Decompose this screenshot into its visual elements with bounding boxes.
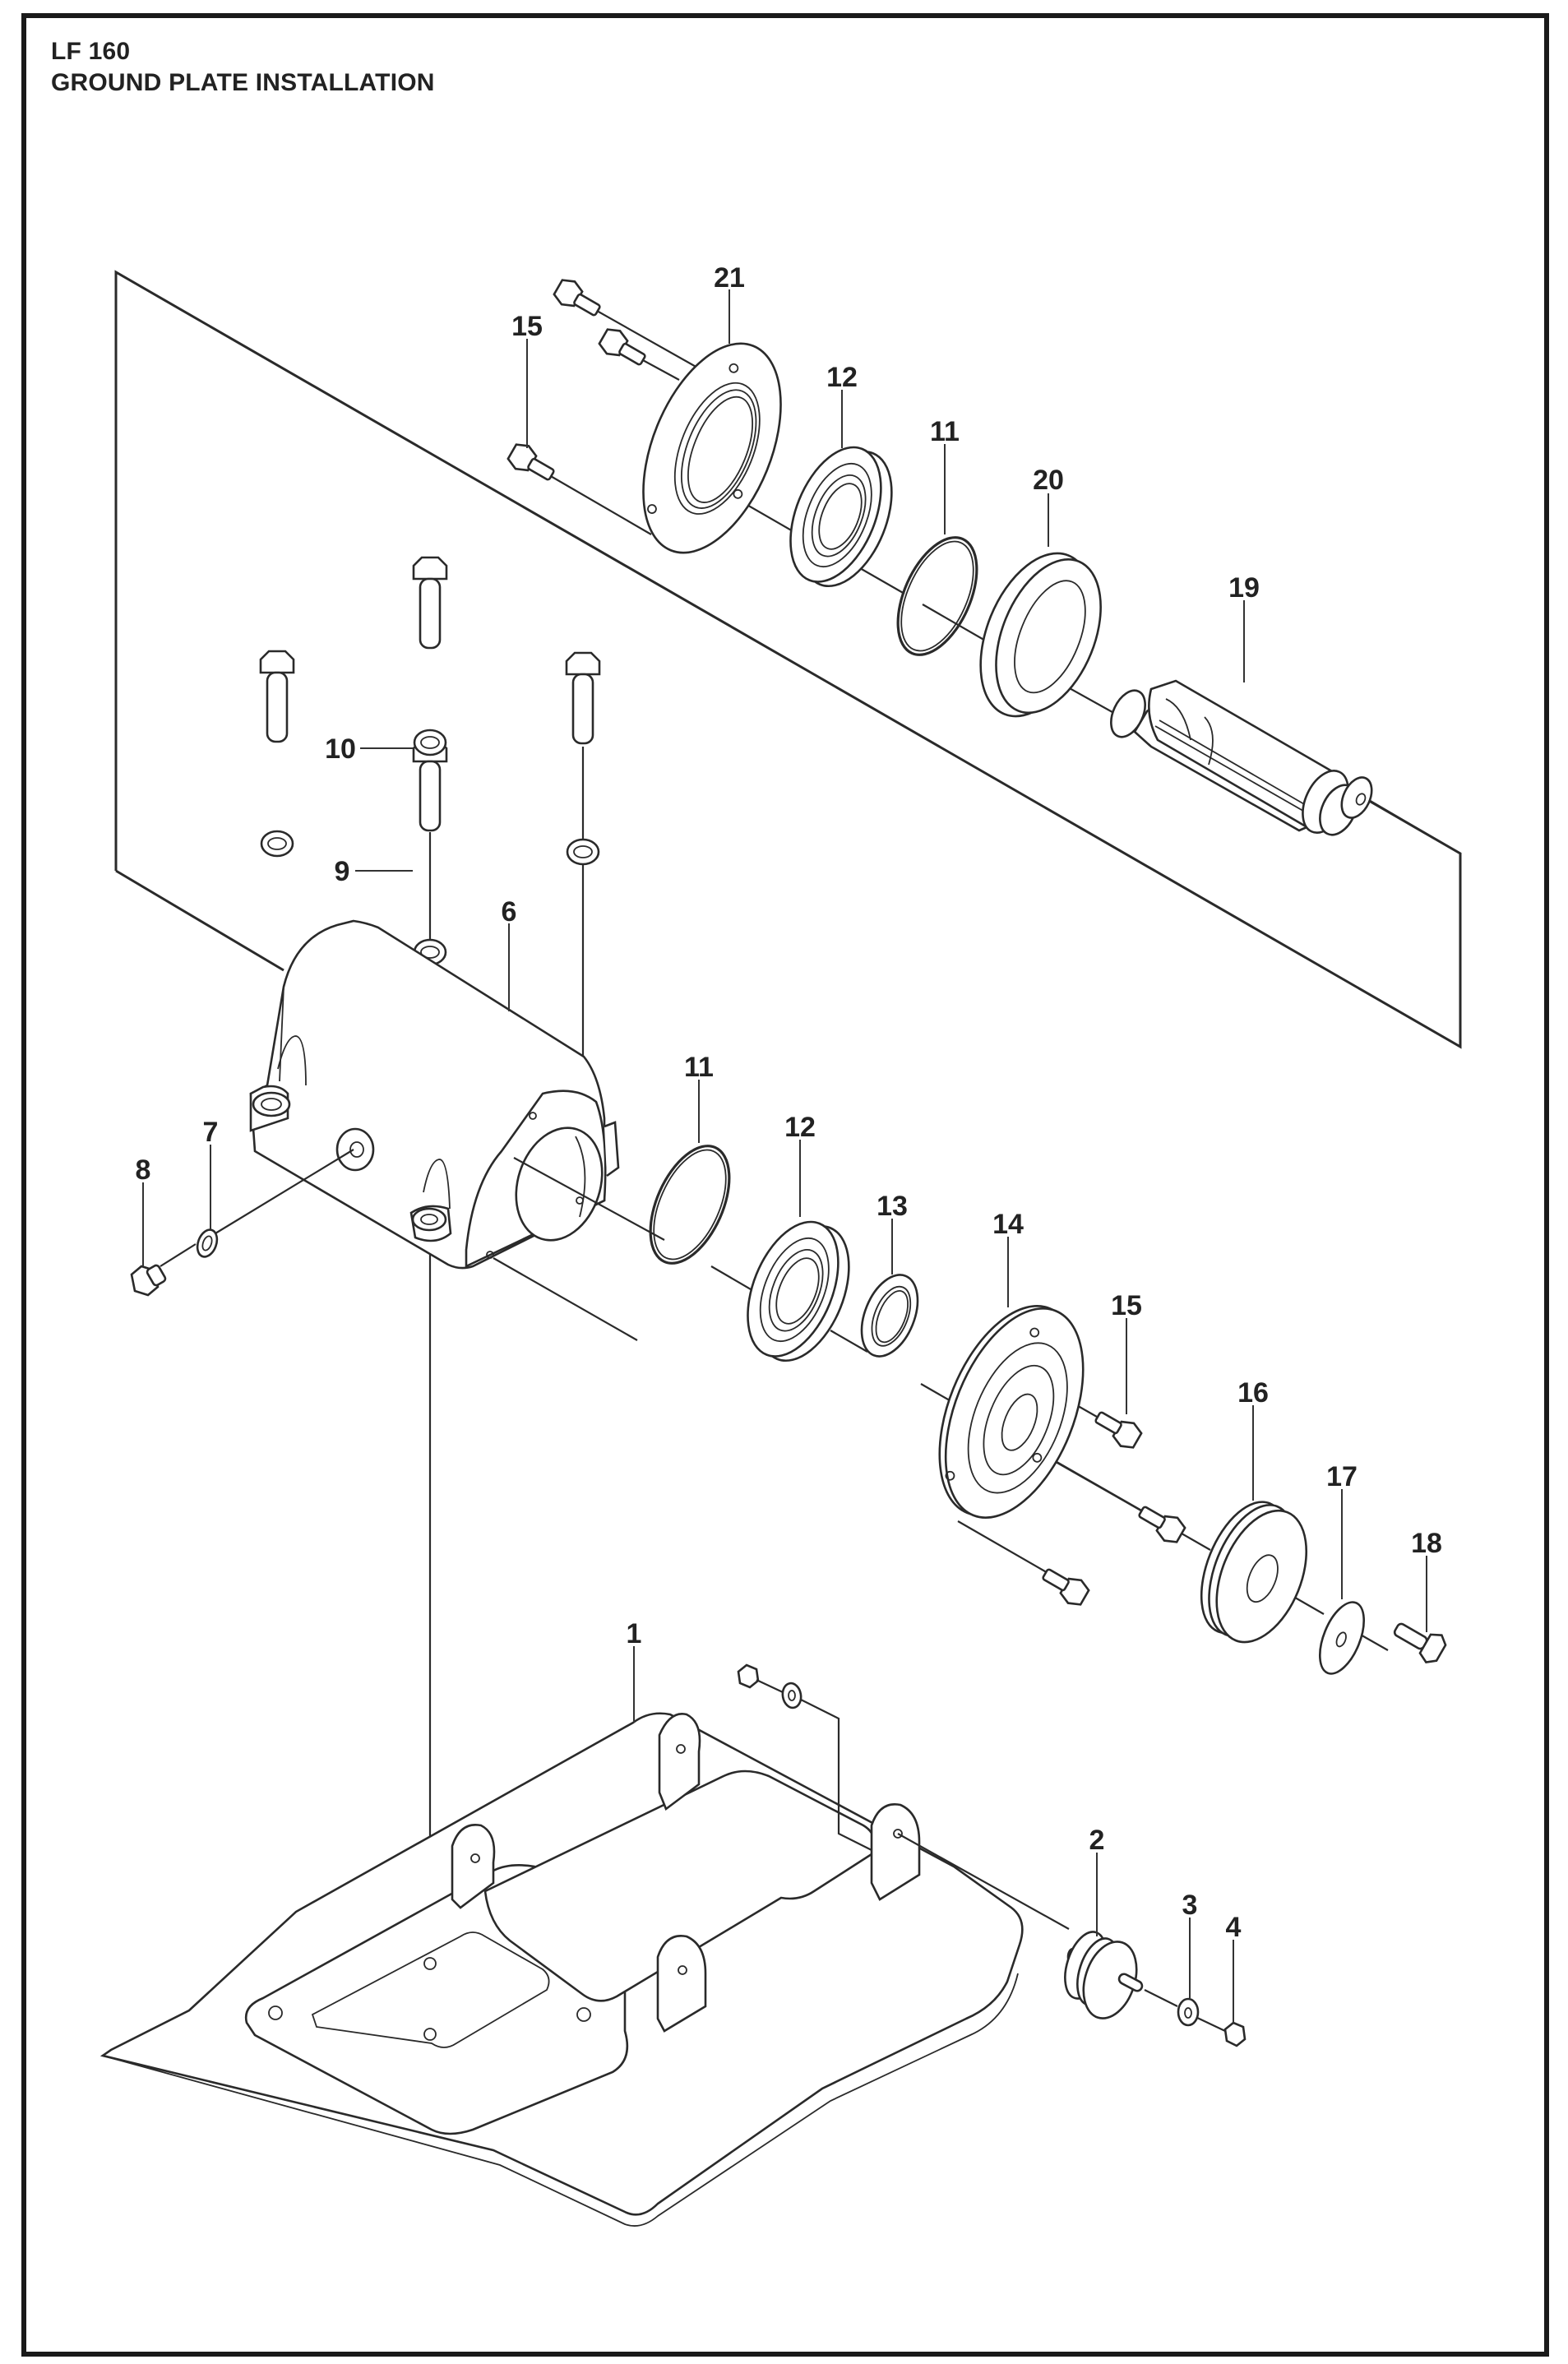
part-1-ground-plate [99,1712,1024,2227]
part-15-upper-screws [506,279,646,481]
part-11-lower-o-ring [649,1145,731,1265]
buffer-axis-line [1144,1989,1178,2007]
callout-21[interactable]: 21 [714,262,745,294]
part-18-bolt [1393,1622,1447,1663]
part-15-lower-screws [1042,1411,1186,1606]
callout-12-upper[interactable]: 12 [826,362,858,393]
page-border [21,13,1549,2357]
section-title: GROUND PLATE INSTALLATION [51,69,435,96]
callout-1[interactable]: 1 [627,1618,642,1649]
callout-14[interactable]: 14 [992,1209,1024,1240]
part-12-upper-bearing [789,446,893,588]
callout-16[interactable]: 16 [1237,1377,1269,1409]
part-19-eccentric-shaft [1110,679,1373,836]
part-3-washer [1177,1997,1200,2027]
callout-15-lower[interactable]: 15 [1111,1290,1142,1321]
callout-11-lower[interactable]: 11 [684,1052,714,1083]
callout-15-upper[interactable]: 15 [511,311,543,342]
callout-20[interactable]: 20 [1033,465,1064,496]
callout-7[interactable]: 7 [203,1117,219,1148]
callout-19[interactable]: 19 [1228,572,1260,604]
plate-fasteners [737,1663,1070,1930]
callout-17[interactable]: 17 [1326,1461,1358,1492]
callout-13[interactable]: 13 [877,1191,908,1222]
callout-9[interactable]: 9 [335,856,350,887]
part-17-washer [1318,1601,1366,1675]
upper-axis-lines [548,310,1461,854]
part-4-nut [1223,2021,1247,2047]
callout-18[interactable]: 18 [1411,1528,1442,1559]
part-2-rubber-buffer [1064,1931,1144,2019]
callout-8[interactable]: 8 [136,1154,151,1186]
callout-12-lower[interactable]: 12 [784,1112,816,1143]
callout-11-upper[interactable]: 11 [930,416,960,447]
callout-3[interactable]: 3 [1182,1890,1198,1921]
leader-lines [142,289,1427,2023]
callout-4[interactable]: 4 [1226,1912,1242,1943]
part-6-exciter-housing [249,919,620,1270]
buffer-axis-line-2 [1193,2015,1226,2032]
callout-6[interactable]: 6 [502,896,517,928]
reference-plane [114,270,1462,1049]
part-10-bolts [259,556,601,832]
part-16-pulley [1200,1501,1308,1644]
part-20-bearing-sleeve [979,552,1102,718]
part-21-end-cover [642,342,782,554]
callout-2[interactable]: 2 [1089,1825,1105,1856]
model-title: LF 160 [51,38,131,65]
part-14-bearing-cover [938,1305,1085,1519]
part-13-shaft-seal [860,1274,919,1358]
part-7-seal-ring [196,1228,219,1258]
part-11-upper-o-ring [896,536,978,656]
callout-labels: 21 15 12 11 20 19 10 9 6 7 8 11 12 13 14… [136,262,1442,1943]
part-8-drain-plug [130,1264,167,1297]
callout-10[interactable]: 10 [325,733,356,765]
part-12-lower-bearing [747,1220,850,1362]
title-block: LF 160 GROUND PLATE INSTALLATION [51,36,435,99]
